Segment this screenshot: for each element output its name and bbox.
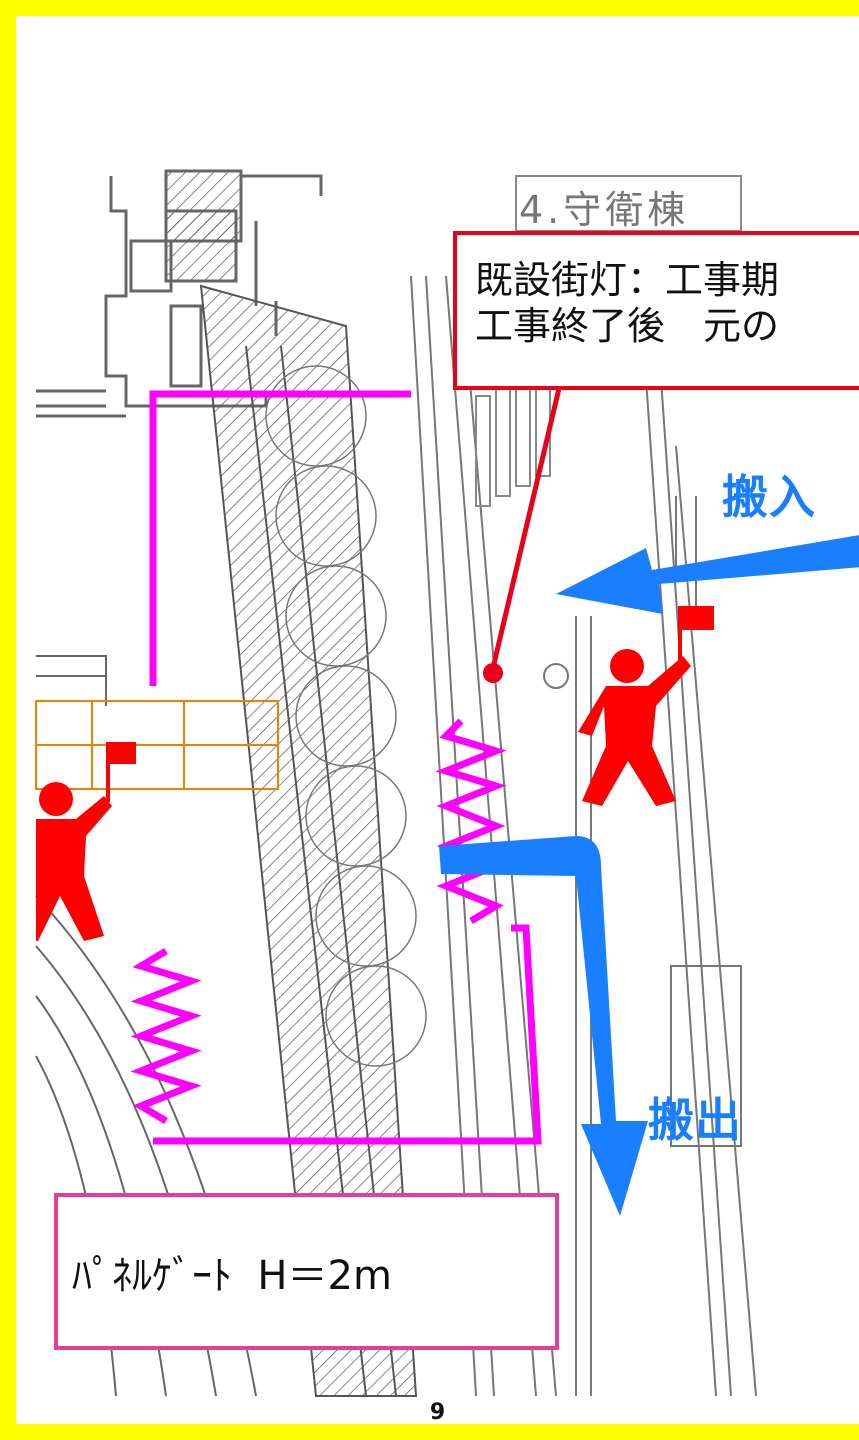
flagman-icon-left — [36, 742, 136, 941]
page-number: 9 — [429, 1400, 446, 1425]
panel-gate-fence — [130, 390, 542, 1145]
panel-gate-note: ﾊﾟﾈﾙｹﾞｰﾄ H＝2m — [54, 1193, 559, 1350]
callout-leader — [490, 345, 572, 669]
callout-line-1: 既設街灯：工事期 — [475, 258, 780, 302]
callout-line-2: 工事終了後 元の — [475, 304, 780, 348]
street-light-callout: 既設街灯：工事期 工事終了後 元の — [453, 231, 859, 390]
delivery-out-label: 搬出 — [648, 1093, 742, 1147]
site-plan-drawing — [35, 169, 859, 1397]
delivery-out-arrow — [439, 836, 648, 1216]
delivery-in-arrow — [556, 535, 859, 614]
existing-building — [36, 169, 323, 418]
grid-block — [35, 700, 279, 790]
flagman-icon — [578, 606, 714, 806]
building-label: 4.守衛棟 — [519, 188, 690, 232]
street-light-marker — [483, 663, 503, 683]
delivery-in-label: 搬入 — [722, 470, 816, 524]
